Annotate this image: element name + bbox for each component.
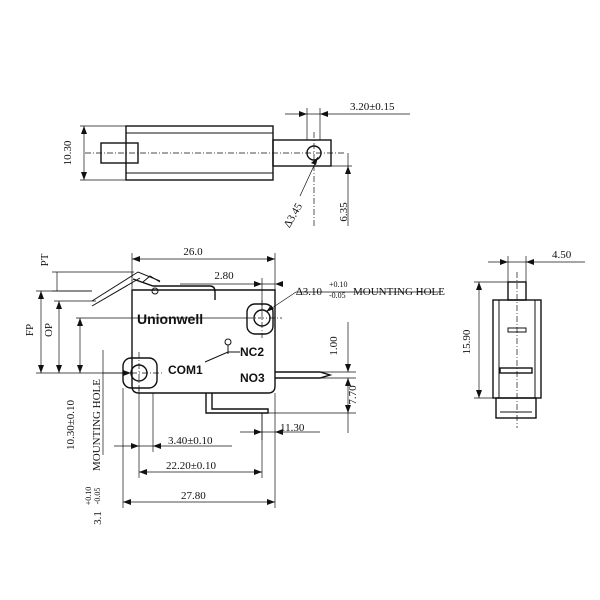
mount-hole-text: MOUNTING HOLE: [353, 286, 445, 298]
left-hole-text: MOUNTING HOLE: [91, 379, 103, 471]
term-gap-dim: 1.00: [328, 336, 340, 356]
length-dim: 26.0: [183, 246, 203, 258]
front-view: Unionwell NC2 COM1 NO3 26.0 2.80 ∆3.10 +…: [24, 246, 445, 525]
hole-pos-dim: 2.80: [214, 270, 234, 282]
overall-dim: 27.80: [181, 490, 206, 502]
top-view: 10.30 3.20±0.15 ∆3.45 6.35: [62, 101, 410, 230]
term-pitch-dim: 11.30: [280, 422, 305, 434]
front-body-outline: [131, 289, 276, 394]
term-len-dim: 7.70: [347, 385, 359, 405]
terminal-no-label: NO3: [240, 371, 265, 385]
terminal-com-label: COM1: [168, 363, 203, 377]
pt-label: PT: [39, 253, 51, 266]
top-offset-dim: 6.35: [338, 202, 350, 222]
fp-label: FP: [24, 324, 36, 336]
internal-contact: [204, 351, 240, 363]
side-terminal: [499, 367, 533, 374]
op-label: OP: [43, 323, 55, 337]
side-height-dim: 15.90: [461, 329, 473, 354]
side-terminal-base: [495, 397, 537, 419]
left-hole-tol-upper: +0.10: [84, 487, 93, 506]
mount-hole-tol-upper: +0.10: [329, 280, 348, 289]
com-pos-dim: 3.40±0.10: [168, 435, 213, 447]
mount-boss-right: [246, 303, 274, 335]
terminal-nc-pin: [205, 393, 269, 414]
left-hole-tol-lower: -0.05: [93, 488, 102, 505]
terminal-no-pin: [275, 371, 333, 379]
internal-pivot: [224, 338, 232, 346]
top-tab-dim: 3.20±0.15: [350, 101, 395, 113]
height-dim: 10.30±0.10: [65, 399, 77, 450]
mount-hole-dim: ∆3.10: [296, 286, 322, 298]
actuator-lever: [132, 278, 216, 300]
top-width-dim: 10.30: [62, 140, 74, 165]
left-hole-dim: 3.1: [92, 511, 104, 525]
hole-pitch-dim: 22.20±0.10: [166, 460, 217, 472]
lever-roller: [151, 287, 159, 295]
mount-hole-tol-lower: -0.05: [329, 291, 346, 300]
top-hole-dim: ∆3.45: [282, 201, 306, 230]
terminal-nc-label: NC2: [240, 345, 264, 359]
side-view: 4.50 15.90: [461, 249, 585, 428]
side-width-dim: 4.50: [552, 249, 572, 261]
brand-label: Unionwell: [137, 311, 203, 327]
